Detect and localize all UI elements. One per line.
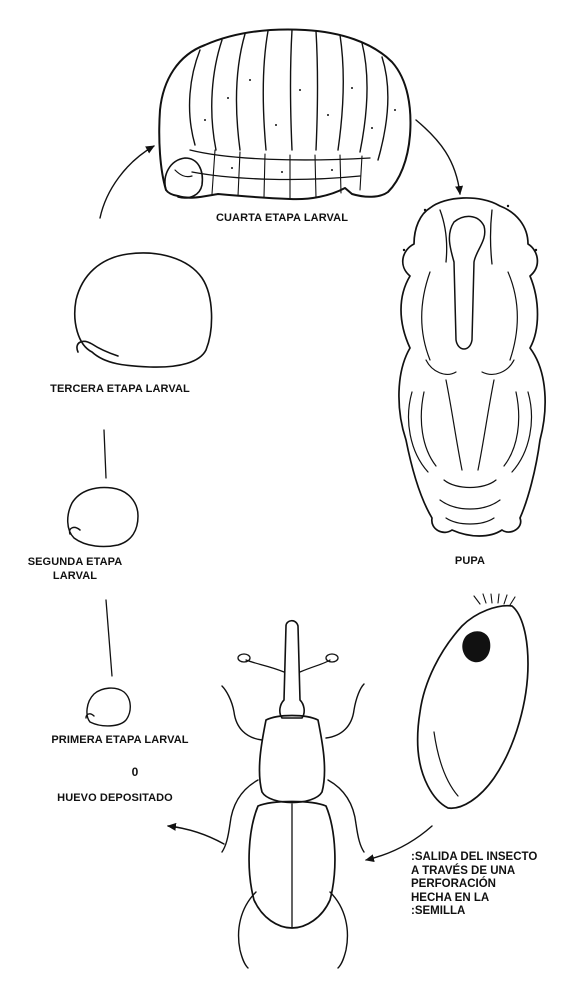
exit-note-line-2: A TRAVÉS DE UNA <box>411 865 537 879</box>
label-first-larval-stage: PRIMERA ETAPA LARVAL <box>30 734 210 746</box>
exit-note-line-4: HECHA EN LA <box>411 892 537 906</box>
adult-weevil-drawing <box>222 621 364 968</box>
fourth-larval-stage-drawing <box>159 30 410 200</box>
label-second-larval-stage: SEGUNDA ETAPA LARVAL <box>10 555 140 583</box>
exit-note-line-5: :SEMILLA <box>411 905 537 919</box>
arrow-adult-to-egg <box>168 826 224 844</box>
connector-third-second <box>104 430 106 478</box>
label-second-larval-line1: SEGUNDA ETAPA <box>10 555 140 569</box>
label-egg-deposited: HUEVO DEPOSITADO <box>35 792 195 804</box>
third-larval-stage-drawing <box>75 253 212 367</box>
arrow-to-fourth-larval <box>100 146 154 218</box>
arrow-to-pupa <box>416 120 460 194</box>
exit-note-line-1: :SALIDA DEL INSECTO <box>411 851 537 865</box>
connector-second-first <box>106 600 112 676</box>
pupa-drawing <box>399 198 545 536</box>
first-larval-stage-drawing <box>86 688 130 726</box>
second-larval-stage-drawing <box>68 488 138 547</box>
label-second-larval-line2: LARVAL <box>10 569 140 583</box>
label-pupa: PUPA <box>440 555 500 567</box>
insect-exit-note: :SALIDA DEL INSECTO A TRAVÉS DE UNA PERF… <box>411 851 537 919</box>
egg-mark: 0 <box>115 765 155 779</box>
label-fourth-larval-stage: CUARTA ETAPA LARVAL <box>186 212 378 224</box>
exit-note-line-3: PERFORACIÓN <box>411 878 537 892</box>
label-third-larval-stage: TERCERA ETAPA LARVAL <box>38 383 202 395</box>
damaged-seed-drawing <box>418 594 528 808</box>
